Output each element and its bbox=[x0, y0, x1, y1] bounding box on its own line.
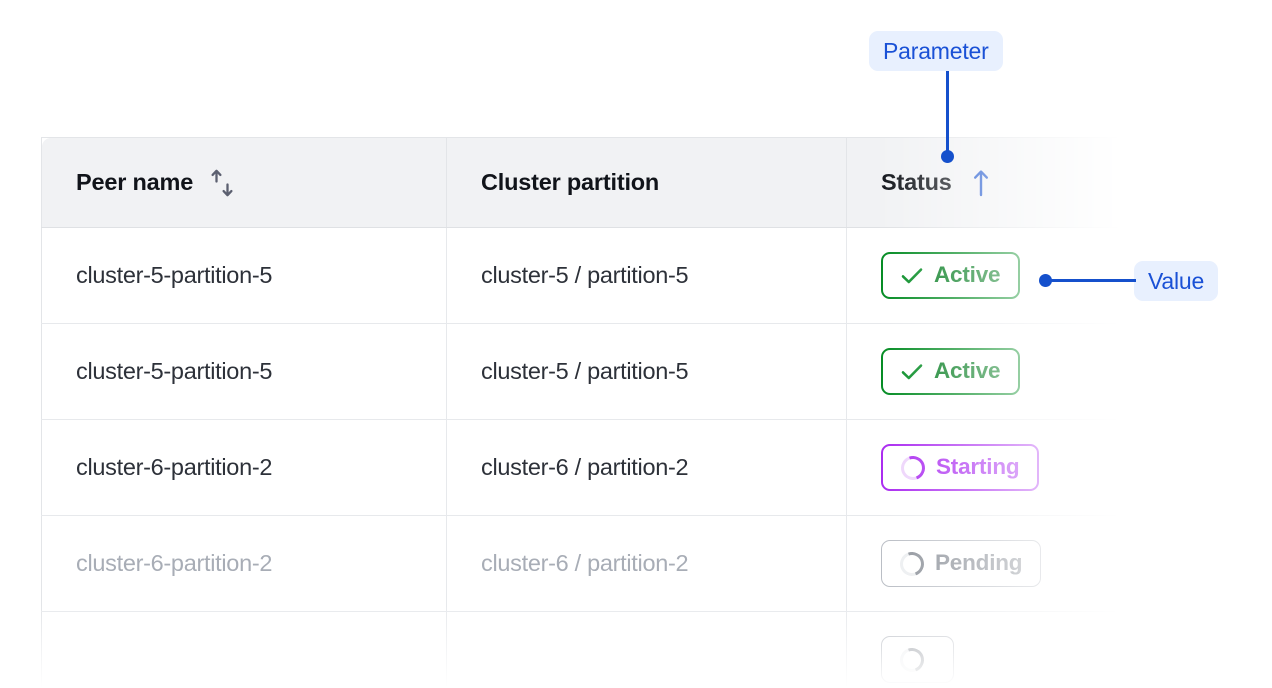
annotation-badge-value: Value bbox=[1134, 261, 1219, 301]
cell-peer-name: cluster-6-partition-2 bbox=[41, 419, 447, 516]
status-badge-starting: Starting bbox=[881, 444, 1040, 491]
table-row[interactable] bbox=[41, 611, 1231, 688]
table-header-row: Peer name bbox=[41, 137, 1231, 228]
check-icon bbox=[901, 363, 923, 381]
table-row[interactable]: cluster-5-partition-5 cluster-5 / partit… bbox=[41, 227, 1231, 324]
status-badge-label: Starting bbox=[936, 454, 1020, 480]
spinner-icon bbox=[897, 451, 929, 484]
table-row[interactable]: cluster-6-partition-2 cluster-6 / partit… bbox=[41, 515, 1231, 612]
column-header-peer-name-label: Peer name bbox=[76, 169, 194, 195]
cell-status: Pending bbox=[846, 515, 1231, 612]
table-row[interactable]: cluster-6-partition-2 cluster-6 / partit… bbox=[41, 419, 1231, 516]
sort-both-icon[interactable] bbox=[209, 168, 235, 198]
table-header: Peer name bbox=[41, 137, 1231, 228]
cell-peer-name: cluster-6-partition-2 bbox=[41, 515, 447, 612]
annotation-leader-line-parameter bbox=[946, 71, 949, 157]
cell-status: Starting bbox=[846, 419, 1231, 516]
annotation-dot-parameter bbox=[941, 150, 954, 163]
cell-cluster-partition: cluster-5 / partition-5 bbox=[446, 227, 847, 324]
cell-cluster-partition: cluster-5 / partition-5 bbox=[446, 323, 847, 420]
spinner-icon bbox=[896, 643, 928, 676]
cell-cluster-partition: cluster-6 / partition-2 bbox=[446, 419, 847, 516]
status-badge-label: Active bbox=[934, 262, 1001, 288]
sort-ascending-icon[interactable] bbox=[968, 168, 994, 198]
spinner-icon bbox=[896, 547, 928, 580]
status-badge-label: Active bbox=[934, 358, 1001, 384]
annotation-dot-value bbox=[1039, 274, 1052, 287]
column-header-status-label: Status bbox=[881, 169, 952, 195]
cell-peer-name: cluster-5-partition-5 bbox=[41, 227, 447, 324]
cell-cluster-partition: cluster-6 / partition-2 bbox=[446, 515, 847, 612]
cell-peer-name: cluster-5-partition-5 bbox=[41, 323, 447, 420]
column-header-status[interactable]: Status bbox=[846, 137, 1231, 228]
annotation-leader-line-value bbox=[1048, 279, 1136, 282]
cell-cluster-partition bbox=[446, 611, 847, 688]
annotation-badge-parameter: Parameter bbox=[869, 31, 1003, 71]
status-badge-pending: Pending bbox=[881, 540, 1042, 587]
status-badge-active: Active bbox=[881, 348, 1021, 395]
status-badge-label: Pending bbox=[935, 550, 1023, 576]
status-badge-pending bbox=[881, 636, 954, 683]
cell-peer-name bbox=[41, 611, 447, 688]
column-header-peer-name[interactable]: Peer name bbox=[41, 137, 447, 228]
status-badge-active: Active bbox=[881, 252, 1021, 299]
table-body: cluster-5-partition-5 cluster-5 / partit… bbox=[41, 227, 1231, 688]
cell-status bbox=[846, 611, 1231, 688]
table-row[interactable]: cluster-5-partition-5 cluster-5 / partit… bbox=[41, 323, 1231, 420]
column-header-cluster-partition-label: Cluster partition bbox=[481, 169, 660, 195]
peers-table: Peer name bbox=[41, 137, 1231, 688]
peers-table-container: Peer name bbox=[41, 137, 1231, 688]
column-header-cluster-partition[interactable]: Cluster partition bbox=[446, 137, 847, 228]
check-icon bbox=[901, 267, 923, 285]
cell-status: Active bbox=[846, 323, 1231, 420]
